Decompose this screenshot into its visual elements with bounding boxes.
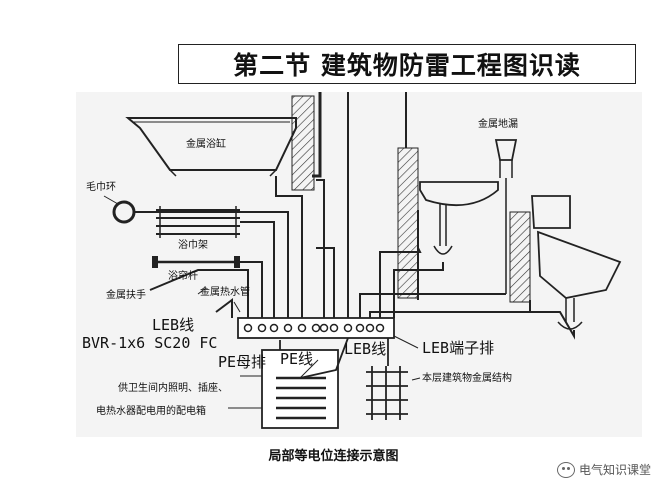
label-bvr-spec: BVR-1x6 SC20 FC bbox=[82, 334, 218, 352]
bonding-conductors bbox=[134, 92, 575, 340]
watermark: 电气知识课堂 bbox=[556, 461, 651, 478]
label-note-line1: 供卫生间内照明、插座、 bbox=[118, 383, 228, 394]
label-towel-rack: 浴巾架 bbox=[178, 240, 208, 251]
label-curtain-rod: 浴帘杆 bbox=[168, 271, 198, 282]
metal-drain bbox=[494, 139, 518, 161]
label-handrail: 金属扶手 bbox=[106, 290, 146, 301]
label-note-line2: 电热水器配电用的配电箱 bbox=[96, 406, 206, 417]
toilet bbox=[531, 195, 571, 229]
curtain-rod bbox=[152, 256, 240, 268]
leader-lines bbox=[103, 195, 421, 409]
bathtub-wall bbox=[291, 95, 315, 191]
label-leb-line: LEB线 bbox=[152, 316, 195, 334]
wechat-icon bbox=[556, 461, 575, 478]
watermark-text: 电气知识课堂 bbox=[578, 463, 651, 477]
building-metal-grid bbox=[366, 338, 408, 420]
label-leb-terminal: LEB端子排 bbox=[422, 339, 495, 357]
label-pe-line: PE线 bbox=[280, 350, 314, 368]
toilet-wall bbox=[509, 211, 531, 303]
pe-conductor bbox=[279, 337, 349, 379]
label-pe-bus: PE母排 bbox=[218, 353, 267, 371]
terminal-screws bbox=[243, 323, 385, 333]
sink-wall bbox=[397, 147, 419, 299]
label-bathtub: 金属浴缸 bbox=[186, 139, 226, 150]
label-metal-drain: 金属地漏 bbox=[478, 119, 518, 130]
diagram-background bbox=[76, 92, 642, 437]
washbasin bbox=[419, 181, 499, 207]
label-leb-line-2: LEB线 bbox=[344, 340, 387, 358]
slide-title: 第二节 建筑物防雷工程图识读 bbox=[178, 44, 636, 84]
label-hot-water-pipe: 金属热水管 bbox=[200, 287, 250, 298]
towel-ring bbox=[112, 200, 136, 224]
label-building-structure: 本层建筑物金属结构 bbox=[422, 373, 512, 384]
diagram-caption: 局部等电位连接示意图 bbox=[268, 449, 399, 464]
towel-rack bbox=[156, 206, 240, 238]
metal-hot-water-pipe bbox=[312, 92, 322, 178]
label-towel-ring: 毛巾环 bbox=[86, 182, 116, 193]
